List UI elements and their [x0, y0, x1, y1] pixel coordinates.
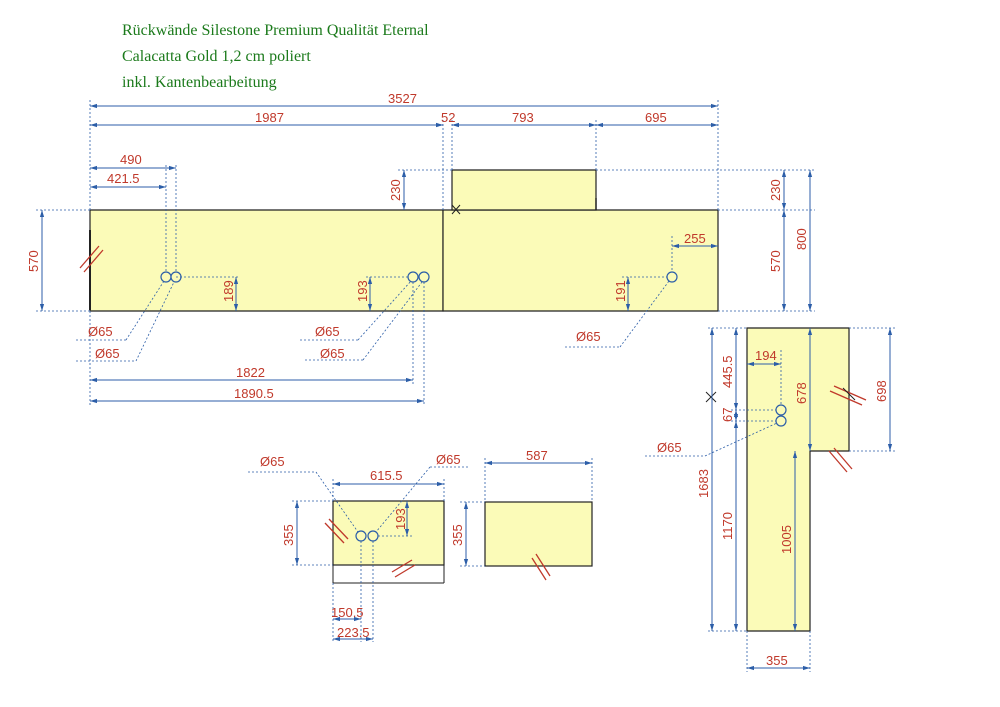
- dim-1005: 1005: [779, 525, 794, 554]
- drawing-title: Rückwände Silestone Premium Qualität Ete…: [122, 18, 429, 96]
- dim-570-right: 570: [768, 250, 783, 272]
- dim-189: 189: [221, 280, 236, 302]
- dim-1170: 1170: [720, 512, 735, 540]
- title-line-1: Rückwände Silestone Premium Qualität Ete…: [122, 22, 429, 39]
- dim-355-b: 355: [450, 524, 465, 546]
- dim-1987: 1987: [255, 110, 284, 125]
- dim-dia-1: Ø65: [88, 324, 113, 339]
- panel-top-raised-slab: [451, 169, 597, 211]
- socket-hole: [418, 271, 430, 283]
- dim-615-5: 615.5: [370, 468, 403, 483]
- panel-right-slab: [442, 209, 719, 312]
- dim-1890-5: 1890.5: [234, 386, 274, 401]
- socket-hole: [407, 271, 419, 283]
- dim-1822: 1822: [236, 365, 265, 380]
- dim-800: 800: [794, 228, 809, 250]
- socket-hole: [666, 271, 678, 283]
- main-backsplash: [79, 169, 719, 312]
- dim-dia-7: Ø65: [436, 452, 461, 467]
- title-line-2: Calacatta Gold 1,2 cm poliert: [122, 48, 311, 65]
- tall-panel: 1683 445.5 67 1170 194 678 698 1005 355 …: [645, 327, 895, 672]
- dim-230-left: 230: [388, 179, 403, 201]
- dim-dia-5: Ø65: [576, 329, 601, 344]
- dim-3527: 3527: [388, 91, 417, 106]
- socket-hole: [367, 530, 379, 542]
- dim-67: 67: [720, 408, 735, 422]
- dim-194: 194: [755, 348, 777, 363]
- dim-191: 191: [613, 280, 628, 302]
- dim-421-5: 421.5: [107, 171, 140, 186]
- main-dimensions: 3527 1987 52 793 695 570 230 230 570 800: [26, 91, 815, 405]
- small-panel-2: 587 355: [450, 448, 593, 581]
- dim-dia-2: Ø65: [95, 346, 120, 361]
- dim-dia-4: Ø65: [320, 346, 345, 361]
- dim-150-5: 150.5: [331, 605, 364, 620]
- dim-793: 793: [512, 110, 534, 125]
- dim-193-main: 193: [355, 280, 370, 302]
- dim-223-5: 223.5: [337, 625, 370, 640]
- socket-hole: [355, 530, 367, 542]
- dim-355-a: 355: [281, 524, 296, 546]
- dim-255: 255: [684, 231, 706, 246]
- dim-1683: 1683: [696, 469, 711, 498]
- panel-tall-slab: [746, 327, 850, 632]
- dim-355-c: 355: [766, 653, 788, 668]
- dim-52: 52: [441, 110, 455, 125]
- socket-hole: [160, 271, 172, 283]
- dim-678: 678: [794, 382, 809, 404]
- panel-small-2-slab: [484, 501, 593, 567]
- socket-hole: [775, 415, 787, 427]
- title-line-3: inkl. Kantenbearbeitung: [122, 74, 277, 91]
- hatch-mark: [324, 518, 416, 578]
- dim-445-5: 445.5: [720, 355, 735, 388]
- hatch-mark: [828, 385, 867, 473]
- dim-490: 490: [120, 152, 142, 167]
- dim-698: 698: [874, 380, 889, 402]
- socket-hole: [775, 404, 787, 416]
- dim-dia-3: Ø65: [315, 324, 340, 339]
- dim-230-right: 230: [768, 179, 783, 201]
- dim-193-small: 193: [393, 508, 408, 530]
- hatch-mark: [531, 553, 551, 581]
- dim-dia-8: Ø65: [657, 440, 682, 455]
- dim-695: 695: [645, 110, 667, 125]
- dim-587: 587: [526, 448, 548, 463]
- small-panel-1: 615.5 355 193 150.5 223.5 Ø65 Ø65: [248, 452, 470, 642]
- dim-dia-6: Ø65: [260, 454, 285, 469]
- panel-small-1-slab: [332, 500, 445, 566]
- dim-570-left: 570: [26, 250, 41, 272]
- panel-left-slab: [89, 209, 444, 312]
- hatch-mark: [79, 245, 104, 273]
